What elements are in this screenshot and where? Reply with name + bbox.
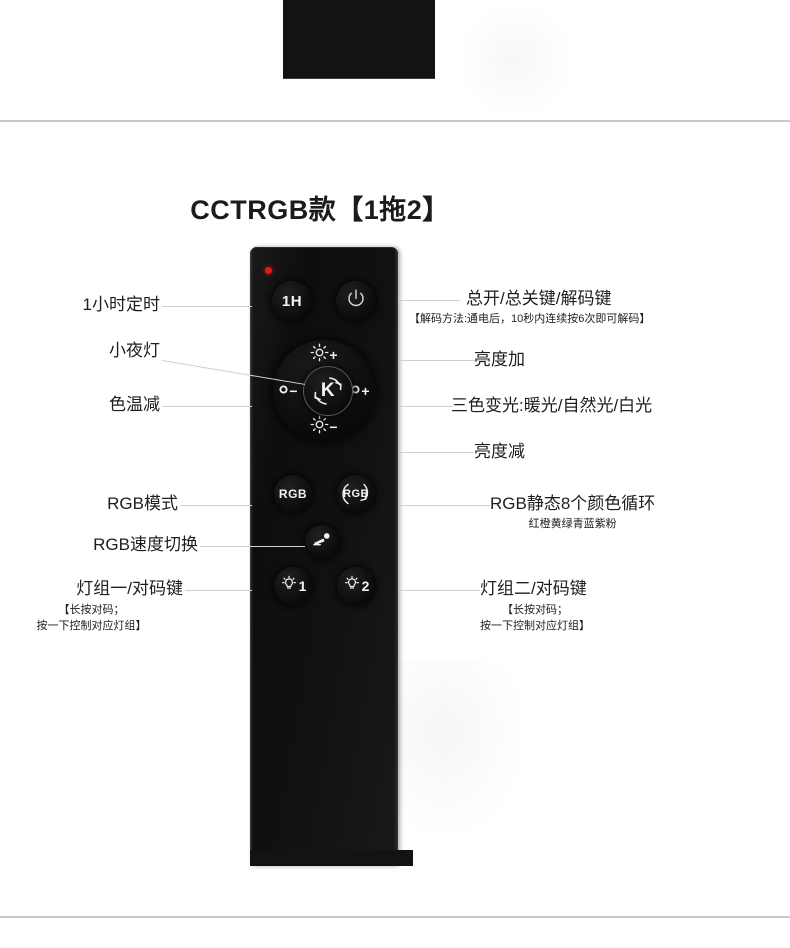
lamp-group-1-button[interactable]: 1 xyxy=(274,567,312,605)
divider-bottom xyxy=(0,916,790,918)
leader-line-cct-down xyxy=(162,406,252,407)
lamp-group-2-number: 2 xyxy=(361,578,370,594)
divider-top xyxy=(0,120,790,122)
annotation-nightlight: 小夜灯 xyxy=(0,340,160,361)
annotation-nightlight-label: 小夜灯 xyxy=(109,341,160,360)
rgb-cycle-icon xyxy=(337,475,375,513)
leader-line-rgb-speed xyxy=(200,546,305,547)
annotation-group2-label: 灯组二/对码键 xyxy=(480,579,587,598)
annotation-rgb-speed: RGB速度切换 xyxy=(0,534,198,555)
annotation-timer: 1小时定时 xyxy=(0,294,160,315)
annotation-brightness-down: 亮度减 xyxy=(474,441,525,462)
rgb-label: RGB xyxy=(278,487,308,501)
leader-line-cct-change xyxy=(398,406,453,407)
annotation-group1-sub-line2: 按一下控制对应灯组】 xyxy=(36,620,147,633)
leader-line-rgb-static xyxy=(398,505,490,506)
rgb-speed-button[interactable] xyxy=(305,525,339,559)
annotation-rgb-static-label: RGB静态8个颜色循环 xyxy=(490,494,656,513)
annotation-brightness-up: 亮度加 xyxy=(474,349,525,370)
annotation-power-sub: 【解码方法:通电后，10秒内连续按6次即可解码】 xyxy=(409,313,651,326)
annotation-rgb-static-sub: 红橙黄绿青蓝紫粉 xyxy=(528,518,617,531)
annotation-brightness-down-label: 亮度减 xyxy=(474,442,525,461)
background-bulb-artifact-2 xyxy=(455,0,575,120)
annotation-rgb-speed-label: RGB速度切换 xyxy=(93,535,198,554)
annotation-cct-down-label: 色温减 xyxy=(109,395,160,414)
annotation-group1: 灯组一/对码键 【长按对码； 按一下控制对应灯组】 xyxy=(0,578,184,635)
leader-line-power xyxy=(398,300,460,301)
leader-line-rgb-mode xyxy=(180,505,252,506)
brightness-down-sign: − xyxy=(329,419,338,435)
sun-icon xyxy=(310,415,329,439)
remote-control-body: 1H xyxy=(250,247,398,866)
annotation-group2: 灯组二/对码键 【长按对码； 按一下控制对应灯组】 xyxy=(480,578,590,635)
rgb-cycle-button[interactable]: RGB xyxy=(337,475,375,513)
leader-line-group1 xyxy=(185,590,252,591)
annotation-group1-label: 灯组一/对码键 xyxy=(76,579,183,598)
led-indicator xyxy=(265,267,272,274)
annotation-group2-sub-line1: 【长按对码； xyxy=(502,604,568,617)
timer-1h-button[interactable]: 1H xyxy=(272,281,312,321)
leader-line-timer xyxy=(162,306,252,307)
rgb-cycle-label: RGB xyxy=(343,488,369,500)
annotation-rgb-mode: RGB模式 xyxy=(0,493,178,514)
brightness-down-button[interactable]: − xyxy=(299,415,349,439)
annotation-cct-change-label: 三色变光:暖光/自然光/白光 xyxy=(451,396,653,415)
annotation-cct-down: 色温减 xyxy=(0,394,160,415)
background-bulb-artifact xyxy=(398,660,528,840)
speed-icon xyxy=(311,529,333,556)
sun-icon xyxy=(310,343,329,367)
annotation-cct-change: 三色变光:暖光/自然光/白光 xyxy=(451,395,652,416)
annotation-rgb-mode-label: RGB模式 xyxy=(107,494,178,513)
top-image-crop xyxy=(283,0,435,79)
remote-bottom-shadow xyxy=(250,850,413,866)
annotation-power-label: 总开/总关键/解码键 xyxy=(466,289,612,308)
brightness-up-button[interactable]: + xyxy=(299,343,349,367)
kelvin-cycle-icon xyxy=(304,367,352,415)
bulb-icon xyxy=(343,575,361,598)
kelvin-label: K xyxy=(320,380,336,401)
annotation-timer-label: 1小时定时 xyxy=(82,295,160,314)
power-button[interactable] xyxy=(336,281,376,321)
page-title: CCTRGB款【1拖2】 xyxy=(190,195,450,225)
lamp-group-2-button[interactable]: 2 xyxy=(337,567,375,605)
annotation-group2-sub-line2: 按一下控制对应灯组】 xyxy=(480,620,590,633)
kelvin-button[interactable]: K xyxy=(303,366,353,416)
cct-down-sign: − xyxy=(289,383,298,399)
rgb-mode-button[interactable]: RGB xyxy=(274,475,312,513)
leader-line-bright-down xyxy=(398,452,473,453)
annotation-brightness-up-label: 亮度加 xyxy=(474,350,525,369)
cct-up-sign: + xyxy=(361,383,370,399)
annotation-rgb-static: RGB静态8个颜色循环 红橙黄绿青蓝紫粉 xyxy=(490,493,655,533)
brightness-up-sign: + xyxy=(329,347,338,363)
leader-line-bright-up xyxy=(398,360,488,361)
annotation-group1-sub-line1: 【长按对码； xyxy=(58,604,125,617)
circle-icon xyxy=(278,382,289,400)
bulb-icon xyxy=(280,575,298,598)
annotation-power: 总开/总关键/解码键 【解码方法:通电后，10秒内连续按6次即可解码】 xyxy=(409,288,650,328)
lamp-group-1-number: 1 xyxy=(298,578,307,594)
timer-1h-label: 1H xyxy=(281,292,303,310)
cct-down-button[interactable]: − xyxy=(275,380,301,402)
leader-line-group2 xyxy=(398,590,480,591)
power-icon xyxy=(344,287,368,316)
